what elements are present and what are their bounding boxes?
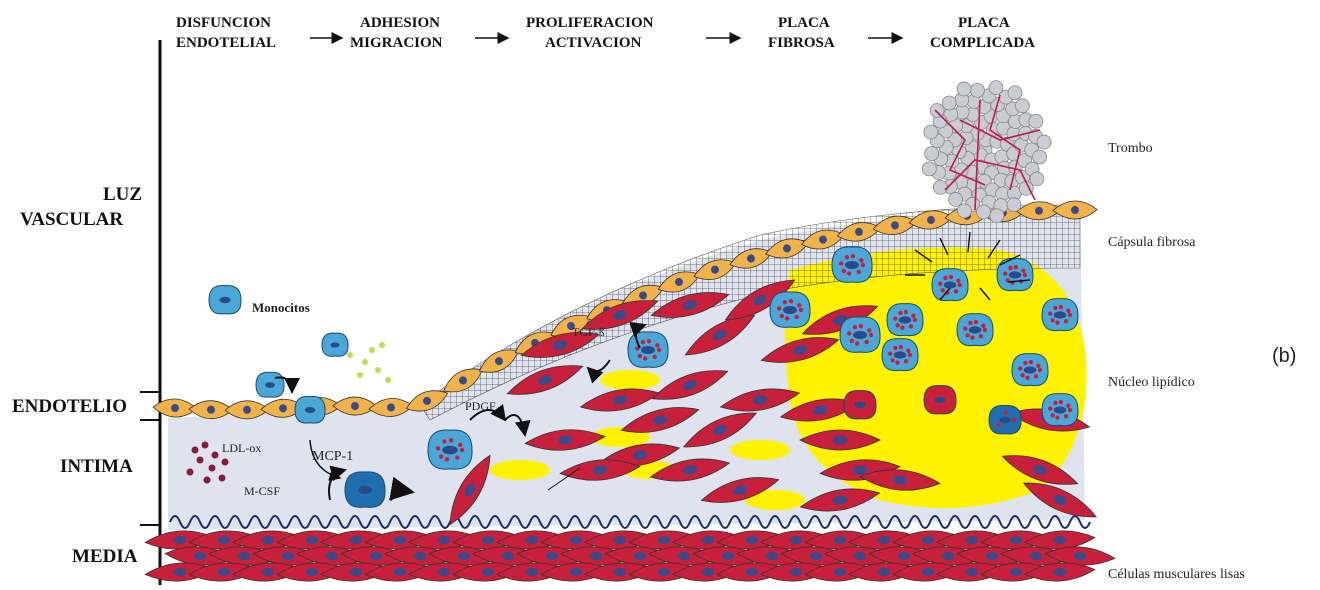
foam-cell (924, 385, 956, 413)
platelet (1030, 172, 1044, 186)
monocyte (209, 285, 241, 313)
stage-4-line-2: FIBROSA (768, 35, 835, 51)
foam-cell (844, 390, 876, 418)
platelet (942, 96, 956, 110)
platelet (1007, 198, 1021, 212)
label-ldl: LDL-ox (222, 441, 261, 455)
macrophage (345, 472, 385, 508)
stage-4-line-1: PLACA (778, 15, 830, 31)
stage-2-line-1: ADHESION (360, 15, 440, 31)
monocyte (295, 396, 325, 423)
ldl-particle (209, 465, 216, 472)
platelet (1008, 86, 1022, 100)
stage-2-line-2: MIGRACION (350, 35, 443, 51)
foam-cell (882, 339, 918, 371)
ldl-particle (222, 459, 229, 466)
ldl-particle (202, 442, 209, 449)
region-intima: INTIMA (60, 456, 133, 477)
label-trombo: Trombo (1108, 141, 1153, 156)
platelet (933, 180, 947, 194)
platelet (957, 204, 971, 218)
stage-1-line-2: ENDOTELIAL (176, 35, 276, 51)
foam-cell (887, 304, 923, 336)
chemokine-dot (357, 372, 363, 378)
platelet (924, 125, 938, 139)
platelet (970, 83, 984, 97)
ldl-particle (204, 477, 211, 484)
label-mcsf: M-CSF (244, 484, 280, 498)
platelet (1033, 150, 1047, 164)
platelet (977, 205, 991, 219)
foam-cell (1042, 299, 1078, 331)
chemokine-dot (347, 352, 353, 358)
platelet (1029, 114, 1043, 128)
thrombus (922, 81, 1051, 223)
foam-cell (989, 405, 1021, 433)
region-labels: LUZ VASCULAR ENDOTELIO INTIMA MEDIA (12, 184, 142, 567)
stage-3-line-1: PROLIFERACION (526, 15, 654, 31)
platelet (922, 162, 936, 176)
chemokine-dot (375, 367, 381, 373)
panel-tag: (b) (1272, 345, 1296, 367)
ldl-particle (197, 457, 204, 464)
chemokine-dot (362, 359, 368, 365)
chemokine-dot (369, 347, 375, 353)
chemokine-dot (379, 342, 385, 348)
platelet (930, 103, 944, 117)
chemokine-dot (385, 377, 391, 383)
monocyte (322, 333, 348, 356)
stage-5-line-2: COMPLICADA (930, 35, 1035, 51)
region-luz: LUZ (103, 184, 142, 205)
ldl-particle (187, 469, 194, 476)
stage-header: DISFUNCION ENDOTELIAL ADHESION MIGRACION… (176, 15, 1035, 51)
region-vascular: VASCULAR (20, 209, 123, 230)
platelet (990, 209, 1004, 223)
platelet (957, 82, 971, 96)
region-media: MEDIA (72, 546, 138, 567)
label-mcp: MCP-1 (312, 449, 353, 464)
label-nucleo: Núcleo lipídico (1108, 375, 1195, 390)
platelet (1015, 99, 1029, 113)
stage-1-line-1: DISFUNCION (176, 15, 271, 31)
ldl-particle (212, 452, 219, 459)
label-tgf: TGF-ß (572, 325, 605, 339)
label-monocitos: Monocitos (252, 300, 310, 315)
platelet (989, 81, 1003, 95)
foam-cell (428, 430, 472, 469)
stage-3-line-2: ACTIVACION (545, 35, 642, 51)
platelet (925, 147, 939, 161)
platelet (1037, 135, 1051, 149)
region-endotelio: ENDOTELIO (12, 396, 127, 417)
label-capsula: Cápsula fibrosa (1108, 235, 1196, 250)
foam-cell (840, 317, 880, 353)
ldl-particle (192, 447, 199, 454)
stage-5-line-1: PLACA (958, 15, 1010, 31)
foam-cell (1042, 394, 1078, 426)
foam-cell (832, 247, 872, 283)
foam-cell (932, 269, 968, 301)
foam-cell (770, 292, 810, 328)
ldl-particle (219, 475, 226, 482)
media-layer (144, 529, 1115, 584)
monocyte (256, 372, 284, 397)
foam-cell (1012, 354, 1048, 386)
label-celulas: Células musculares lisas (1108, 567, 1245, 582)
label-pdgf: PDGF (465, 399, 496, 413)
foam-cell (957, 314, 993, 346)
platelet (949, 192, 963, 206)
foam-cell (628, 332, 668, 368)
